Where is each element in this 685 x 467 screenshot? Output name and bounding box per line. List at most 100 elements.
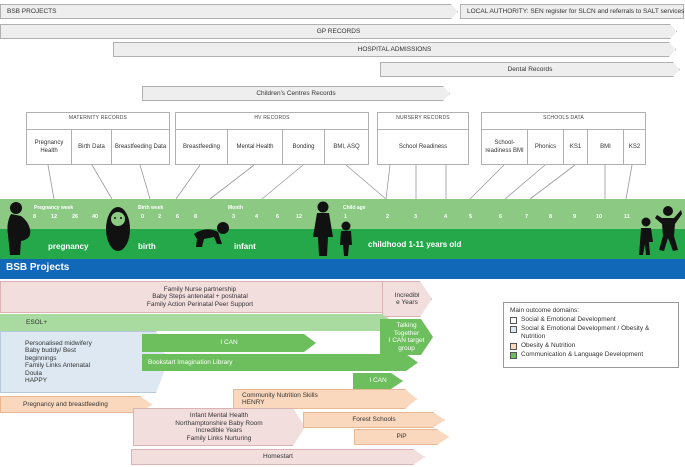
birth-week-tick: 6 <box>176 214 180 220</box>
pregnancy-week-tick: 26 <box>72 214 79 220</box>
child-age-tick: 4 <box>444 214 448 220</box>
bsb-projects-record-bar: BSB PROJECTS <box>0 4 458 19</box>
outcome-domains-legend: Main outcome domains: Social & Emotional… <box>503 302 679 368</box>
school-readiness-cell: School Readiness <box>378 129 468 164</box>
talking-together-line: I CAN target <box>388 337 425 344</box>
month-tick: 4 <box>255 214 259 220</box>
legend-swatch <box>510 351 517 359</box>
child-age-tick: 11 <box>624 214 630 220</box>
pregnancy-breastfeeding-label: Pregnancy and breastfeeding <box>23 400 108 408</box>
infant-mental-health-line: Northamptonshire Baby Room <box>175 419 263 427</box>
legend-item: Communication & Language Development <box>510 351 672 359</box>
fnp-line: Baby Steps antenatal + postnatal <box>152 293 248 301</box>
mental-health-cell: Mental Health <box>228 129 283 164</box>
crawling-baby-icon <box>194 222 229 247</box>
legend-item: Social & Emotional Development / Obesity… <box>510 325 672 341</box>
birth-week-tick: 2 <box>158 214 162 220</box>
ks1-cell: KS1 <box>564 129 588 164</box>
bsb-projects-header-band <box>0 259 685 279</box>
talking-together-line: Talking <box>396 322 417 329</box>
child-age-tick: 1 <box>344 214 348 220</box>
pregnancy-week-tick: 8 <box>33 214 37 220</box>
month-tick: 12 <box>296 214 303 220</box>
local-authority-record-bar: LOCAL AUTHORITY: SEN register for SLCN a… <box>460 4 684 19</box>
hv-breastfeeding-cell: Breastfeeding <box>176 129 228 164</box>
school-readiness-bmi-cell: School-readiness BMI <box>482 129 528 164</box>
phonics-cell: Phonics <box>528 129 564 164</box>
midwifery-line: beginnings <box>25 354 57 362</box>
bmi-cell: BMI <box>588 129 624 164</box>
schools-data-group: SCHOOLS DATA School-readiness BMI Phonic… <box>481 112 646 165</box>
community-nutrition-line: Community Nutrition Skills <box>242 391 318 399</box>
i-can-school-arrow: I CAN <box>353 373 403 389</box>
family-nurse-partnership-arrow: Family Nurse partnership Baby Steps ante… <box>0 281 400 313</box>
child-age-tick: 8 <box>549 214 553 220</box>
pregnancy-health-cell: Pregnancy Health <box>27 129 72 164</box>
infant-mental-health-line: Family Links Nurturing <box>186 434 252 442</box>
child-age-tick: 6 <box>499 214 503 220</box>
ks2-cell: KS2 <box>624 129 645 164</box>
birth-week-tick: 0 <box>141 214 145 220</box>
talking-together-line: group <box>398 344 415 352</box>
legend-item-label: Social & Emotional Development / Obesity… <box>521 325 650 340</box>
bookstart-label: Bookstart Imagination Library <box>148 358 233 366</box>
infant-mental-health-line: Infant Mental Health <box>189 412 249 419</box>
pregnant-woman-icon <box>7 202 31 255</box>
nursery-records-group: NURSERY RECORDS School Readiness <box>377 112 469 165</box>
bsb-projects-title: BSB Projects <box>6 262 70 273</box>
pregnancy-week-tick: 40 <box>92 214 99 220</box>
esol-plus-label: ESOL+ <box>26 318 48 326</box>
month-label: Month <box>228 205 243 211</box>
swaddled-baby-icon <box>106 207 130 251</box>
i-can-school-label: I CAN <box>369 377 387 385</box>
midwifery-line: HAPPY <box>25 377 48 384</box>
esol-plus-arrow: ESOL+ <box>0 314 394 331</box>
legend-item: Social & Emotional Development <box>510 316 672 324</box>
incredible-years-arrow: Incredibl e Years <box>382 281 432 317</box>
legend-swatch <box>510 342 517 350</box>
legend-item-label: Communication & Language Development <box>521 351 644 358</box>
bonding-cell: Bonding <box>283 129 325 164</box>
dental-records-bar: Dental Records <box>380 62 680 77</box>
maternity-records-group: MATERNITY RECORDS Pregnancy Health Birth… <box>26 112 170 165</box>
hv-records-group: HV RECORDS Breastfeeding Mental Health B… <box>175 112 369 165</box>
midwifery-line: Baby buddy/ Best <box>25 347 76 354</box>
legend-title: Main outcome domains: <box>510 307 580 314</box>
infant-stage-label: infant <box>234 242 256 251</box>
birth-week-label: Birth week <box>138 205 164 211</box>
midwifery-line: Family Links Antenatal <box>25 362 91 369</box>
birth-stage-label: birth <box>138 242 156 251</box>
midwifery-line: Doula <box>25 369 42 377</box>
pregnancy-week-tick: 12 <box>51 214 58 220</box>
homestart-arrow: Homestart <box>131 449 425 465</box>
legend-item-label: Obesity & Nutrition <box>521 342 576 349</box>
schools-data-title: SCHOOLS DATA <box>543 115 584 121</box>
month-tick: 6 <box>276 214 280 220</box>
hospital-admissions-bar: HOSPITAL ADMISSIONS <box>113 42 676 57</box>
forest-schools-label: Forest Schools <box>352 416 396 424</box>
gp-records-bar: GP RECORDS <box>0 24 677 39</box>
infant-mental-health-arrow: Infant Mental Health Northamptonshire Ba… <box>133 408 305 446</box>
legend-item-label: Social & Emotional Development <box>521 316 616 323</box>
i-can-label: I CAN <box>220 339 238 347</box>
incredible-years-line: Incredibl <box>394 291 420 299</box>
incredible-years-line: e Years <box>396 299 418 306</box>
fnp-line: Family Action Perinatal Peer Support <box>146 300 254 308</box>
community-nutrition-line: HENRY <box>242 399 265 406</box>
forest-schools-arrow: Forest Schools <box>303 412 445 428</box>
pip-label: PiP <box>396 433 407 441</box>
talking-together-line: Together <box>393 329 420 337</box>
child-age-tick: 3 <box>414 214 418 220</box>
birth-week-tick: 8 <box>194 214 198 220</box>
child-age-tick: 7 <box>525 214 529 220</box>
i-can-arrow: I CAN <box>142 334 316 352</box>
breastfeeding-data-cell: Breastfeeding Data <box>112 129 169 164</box>
adult-and-child-icon <box>313 201 352 256</box>
talking-together-arrow: Talking Together I CAN target group <box>380 319 433 355</box>
nursery-records-title: NURSERY RECORDS <box>396 115 450 121</box>
month-tick: 3 <box>232 214 236 220</box>
child-age-tick: 2 <box>386 214 390 220</box>
legend-item: Obesity & Nutrition <box>510 342 672 350</box>
childhood-stage-label: childhood 1-11 years old <box>368 240 462 249</box>
